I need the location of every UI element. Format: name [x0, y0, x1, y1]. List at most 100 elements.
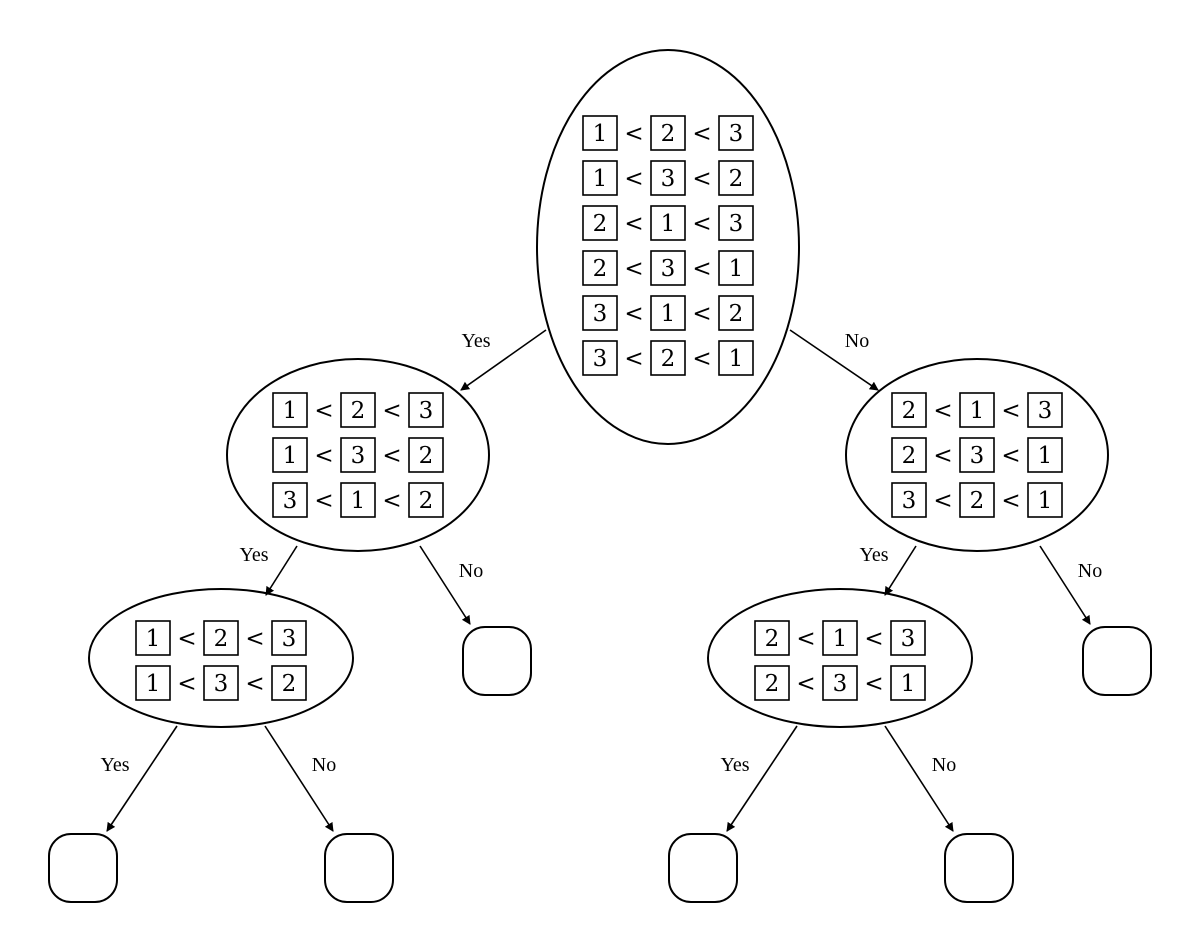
less-than-symbol: <: [382, 443, 401, 469]
ordering-cell-box: [891, 482, 927, 518]
leaf-rl-right: [944, 833, 1014, 903]
ordering-row: 2<3<1: [754, 665, 926, 701]
ordering-cell-value: 1: [283, 398, 298, 424]
less-than-symbol: <: [245, 626, 264, 652]
ordering-cell-value: 3: [282, 626, 297, 652]
ordering-cell-box: [408, 392, 444, 428]
less-than-symbol: <: [692, 121, 711, 147]
ordering-cell-box: [650, 250, 686, 286]
ordering-cell-value: 3: [970, 443, 985, 469]
ordering-cell-box: [650, 160, 686, 196]
ordering-cell-value: 2: [729, 301, 744, 327]
edge-label-root-left: Yes: [461, 330, 490, 352]
ordering-cell-box: [718, 340, 754, 376]
node-root-shape: [536, 49, 800, 445]
ordering-cell-value: 3: [593, 301, 608, 327]
ordering-cell-box: [1027, 482, 1063, 518]
node-left: 1<2<31<3<23<1<2: [226, 358, 490, 552]
leaf-left-right: [462, 626, 532, 696]
ordering-cell-value: 3: [902, 488, 917, 514]
node-right-orderings: 2<1<32<3<13<2<1: [891, 392, 1063, 518]
ordering-cell-box: [650, 340, 686, 376]
edge-label-root-right: No: [845, 330, 869, 352]
ordering-cell-box: [271, 620, 307, 656]
ordering-cell-box: [582, 295, 618, 331]
ordering-cell-box: [959, 392, 995, 428]
edge-ll-right: [264, 725, 334, 832]
ordering-cell-value: 3: [283, 488, 298, 514]
less-than-symbol: <: [314, 488, 333, 514]
less-than-symbol: <: [624, 346, 643, 372]
ordering-cell-box: [1027, 437, 1063, 473]
node-left-shape: [226, 358, 490, 552]
ordering-cell-value: 2: [729, 166, 744, 192]
less-than-symbol: <: [692, 166, 711, 192]
less-than-symbol: <: [933, 443, 952, 469]
node-root: 1<2<31<3<22<1<32<3<13<1<23<2<1: [536, 49, 800, 445]
ordering-cell-value: 2: [765, 671, 780, 697]
less-than-symbol: <: [624, 166, 643, 192]
ordering-cell-value: 2: [765, 626, 780, 652]
ordering-cell-value: 2: [351, 398, 366, 424]
edge-rl-right: [884, 725, 954, 832]
node-right-shape: [845, 358, 1109, 552]
ordering-cell-box: [582, 340, 618, 376]
ordering-cell-box: [650, 295, 686, 331]
ordering-cell-value: 3: [1038, 398, 1053, 424]
ordering-row: 2<3<1: [582, 250, 754, 286]
ordering-cell-value: 2: [282, 671, 297, 697]
less-than-symbol: <: [382, 398, 401, 424]
less-than-symbol: <: [692, 211, 711, 237]
less-than-symbol: <: [624, 301, 643, 327]
ordering-cell-box: [822, 665, 858, 701]
ordering-cell-value: 2: [214, 626, 229, 652]
less-than-symbol: <: [624, 256, 643, 282]
ordering-cell-box: [582, 160, 618, 196]
ordering-cell-box: [891, 392, 927, 428]
leaf-ll-left: [48, 833, 118, 903]
ordering-cell-box: [890, 620, 926, 656]
ordering-row: 1<3<2: [272, 437, 444, 473]
ordering-cell-box: [718, 295, 754, 331]
ordering-cell-box: [340, 482, 376, 518]
edge-label-ll-left: Yes: [100, 754, 129, 776]
ordering-cell-value: 3: [729, 211, 744, 237]
ordering-row: 2<1<3: [891, 392, 1063, 428]
less-than-symbol: <: [314, 398, 333, 424]
ordering-cell-box: [650, 115, 686, 151]
node-left-left-orderings: 1<2<31<3<2: [135, 620, 307, 701]
ordering-cell-value: 2: [593, 211, 608, 237]
ordering-cell-box: [582, 115, 618, 151]
ordering-cell-value: 2: [593, 256, 608, 282]
ordering-cell-box: [959, 437, 995, 473]
ordering-cell-box: [135, 665, 171, 701]
ordering-cell-box: [1027, 392, 1063, 428]
ordering-row: 3<1<2: [272, 482, 444, 518]
ordering-cell-value: 1: [146, 671, 161, 697]
edge-right-left: [884, 545, 917, 596]
node-right-left-shape: [707, 588, 973, 728]
ordering-cell-box: [582, 205, 618, 241]
less-than-symbol: <: [864, 626, 883, 652]
ordering-cell-box: [272, 392, 308, 428]
ordering-cell-box: [340, 437, 376, 473]
ordering-row: 1<2<3: [135, 620, 307, 656]
edge-right-right: [1039, 545, 1091, 625]
less-than-symbol: <: [177, 626, 196, 652]
node-left-left-shape: [88, 588, 354, 728]
ordering-cell-value: 1: [661, 211, 676, 237]
leaf-ll-right: [324, 833, 394, 903]
less-than-symbol: <: [177, 671, 196, 697]
less-than-symbol: <: [692, 346, 711, 372]
edge-left-right: [419, 545, 471, 625]
ordering-cell-value: 1: [970, 398, 985, 424]
node-right-left-orderings: 2<1<32<3<1: [754, 620, 926, 701]
ordering-cell-box: [135, 620, 171, 656]
ordering-cell-value: 1: [1038, 443, 1053, 469]
ordering-cell-box: [271, 665, 307, 701]
less-than-symbol: <: [692, 256, 711, 282]
ordering-row: 1<2<3: [582, 115, 754, 151]
ordering-cell-value: 3: [661, 256, 676, 282]
node-left-left: 1<2<31<3<2: [88, 588, 354, 728]
ordering-cell-value: 2: [419, 488, 434, 514]
